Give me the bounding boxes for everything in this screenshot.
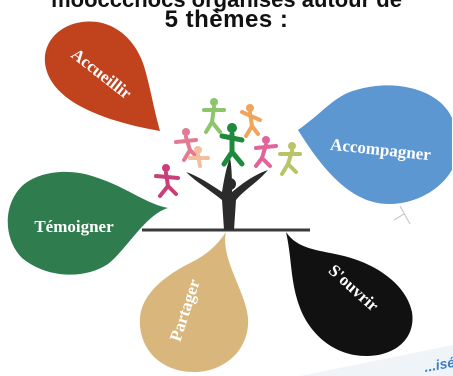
- drop-accompagner: Accompagner: [298, 85, 452, 205]
- tree-logo: [142, 98, 310, 232]
- footer-fragment: ...isé: [423, 354, 453, 375]
- figure-olive: [278, 142, 302, 176]
- drop-temoigner: Témoigner: [7, 171, 169, 275]
- figure-pink-left: [174, 128, 200, 162]
- drop-accueillir: Accueillir: [44, 21, 160, 131]
- drop-partager: Partager: [139, 232, 249, 372]
- figure-green-top: [219, 123, 245, 167]
- faint-mark: [393, 205, 411, 225]
- figure-orange: [240, 104, 262, 138]
- figure-magenta: [154, 164, 180, 198]
- label-temoigner: Témoigner: [34, 217, 114, 236]
- figures: [154, 98, 302, 198]
- figure-green-light: [202, 98, 226, 134]
- figure-peach: [188, 146, 210, 168]
- figure-pink-right: [254, 136, 278, 168]
- subtitle: 5 thèmes :: [164, 6, 289, 33]
- cut-top-text: moocccnocs organisés autour de: [0, 0, 453, 13]
- central-figure-head: [224, 178, 236, 190]
- drop-souvrir: S'ouvrir: [286, 232, 413, 356]
- tree-trunk: [186, 158, 268, 230]
- page-corner: [300, 345, 453, 376]
